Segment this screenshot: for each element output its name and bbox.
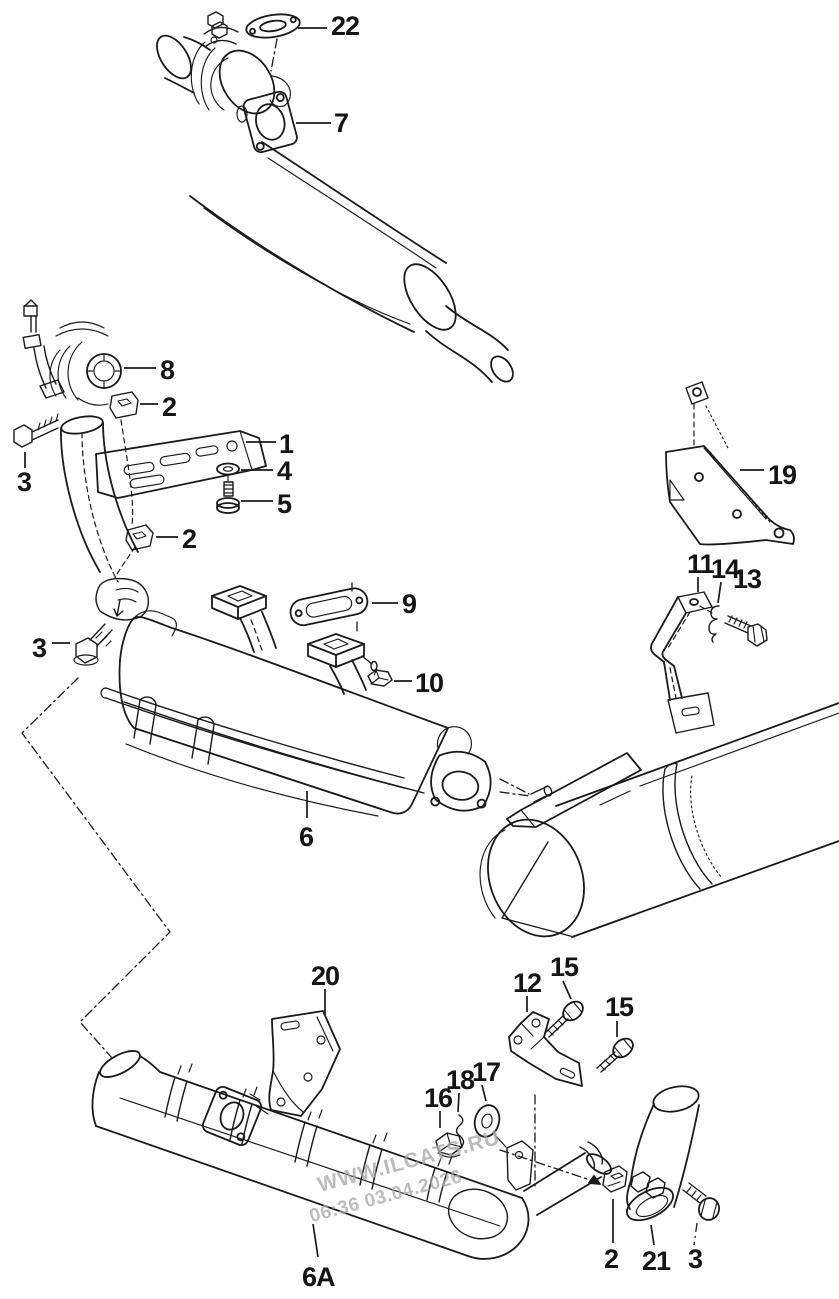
bracket-20: [268, 1010, 341, 1117]
bolt-13: [724, 615, 768, 647]
washer-17: [473, 1104, 507, 1148]
gasket-22: [245, 13, 301, 72]
hanger-clamp-assembly: [13, 299, 150, 666]
part-callout-15a: 15: [550, 952, 579, 982]
washer-4: [216, 462, 240, 482]
part-callout-17: 17: [472, 1057, 500, 1087]
watermark: WWW.ILCATS.RU 06:36 03.04.2026: [307, 1126, 502, 1227]
part-callout-3b: 3: [32, 633, 47, 663]
clamp-2c: [602, 1165, 628, 1193]
muffler-6: [100, 585, 531, 817]
part-callout-6a: 6A: [302, 1262, 335, 1292]
part-callout-2a: 2: [162, 392, 176, 422]
bolt-15b: [596, 1037, 634, 1073]
part-callout-12: 12: [513, 968, 541, 998]
part-callout-5: 5: [277, 489, 292, 519]
nut-16: [435, 1132, 463, 1158]
front-silencer-assembly: [156, 11, 514, 383]
bracket-1: [95, 430, 267, 499]
spring-washer-14: [708, 605, 720, 643]
part-callout-20: 20: [311, 961, 339, 991]
part-callout-7: 7: [334, 108, 348, 138]
part-callout-4: 4: [277, 456, 292, 486]
rear-silencer-cylinder: [479, 702, 839, 938]
bolt-15a: [544, 1000, 584, 1038]
bracket-19: [665, 381, 795, 546]
part-callout-3a: 3: [17, 467, 32, 497]
spring-18: [455, 1114, 465, 1149]
muffler-6a: [91, 1050, 613, 1260]
part-callout-21: 21: [642, 1246, 671, 1276]
callout-leader-lines: [24, 27, 764, 1258]
part-callout-18: 18: [446, 1065, 475, 1095]
bracket-12: [508, 1011, 583, 1187]
tailpipe-21: [626, 1085, 700, 1222]
part-callout-2b: 2: [182, 524, 196, 554]
nut-10: [367, 669, 393, 687]
part-callout-6: 6: [299, 822, 314, 852]
gasket-9: [289, 582, 369, 633]
part-callout-3c: 3: [688, 1244, 703, 1274]
part-callout-13: 13: [733, 564, 762, 594]
part-callout-15b: 15: [605, 992, 634, 1022]
variant-boundary-line: [21, 677, 601, 1185]
clamp-block-2b: [125, 524, 154, 551]
part-callout-11: 11: [687, 549, 715, 579]
bolt-3c: [682, 1182, 720, 1221]
flange-7: [236, 90, 298, 154]
bolt-5: [216, 481, 240, 514]
part-callout-10: 10: [415, 668, 443, 698]
part-callout-19: 19: [768, 460, 797, 490]
part-callout-8: 8: [160, 355, 175, 385]
part-callout-16: 16: [424, 1083, 453, 1113]
part-callout-9: 9: [402, 589, 417, 619]
part-callout-1: 1: [279, 429, 294, 459]
part-callout-14: 14: [711, 554, 740, 584]
part-callout-2c: 2: [604, 1244, 618, 1274]
part-callout-22: 22: [331, 11, 359, 41]
bracket-11: [650, 591, 715, 734]
